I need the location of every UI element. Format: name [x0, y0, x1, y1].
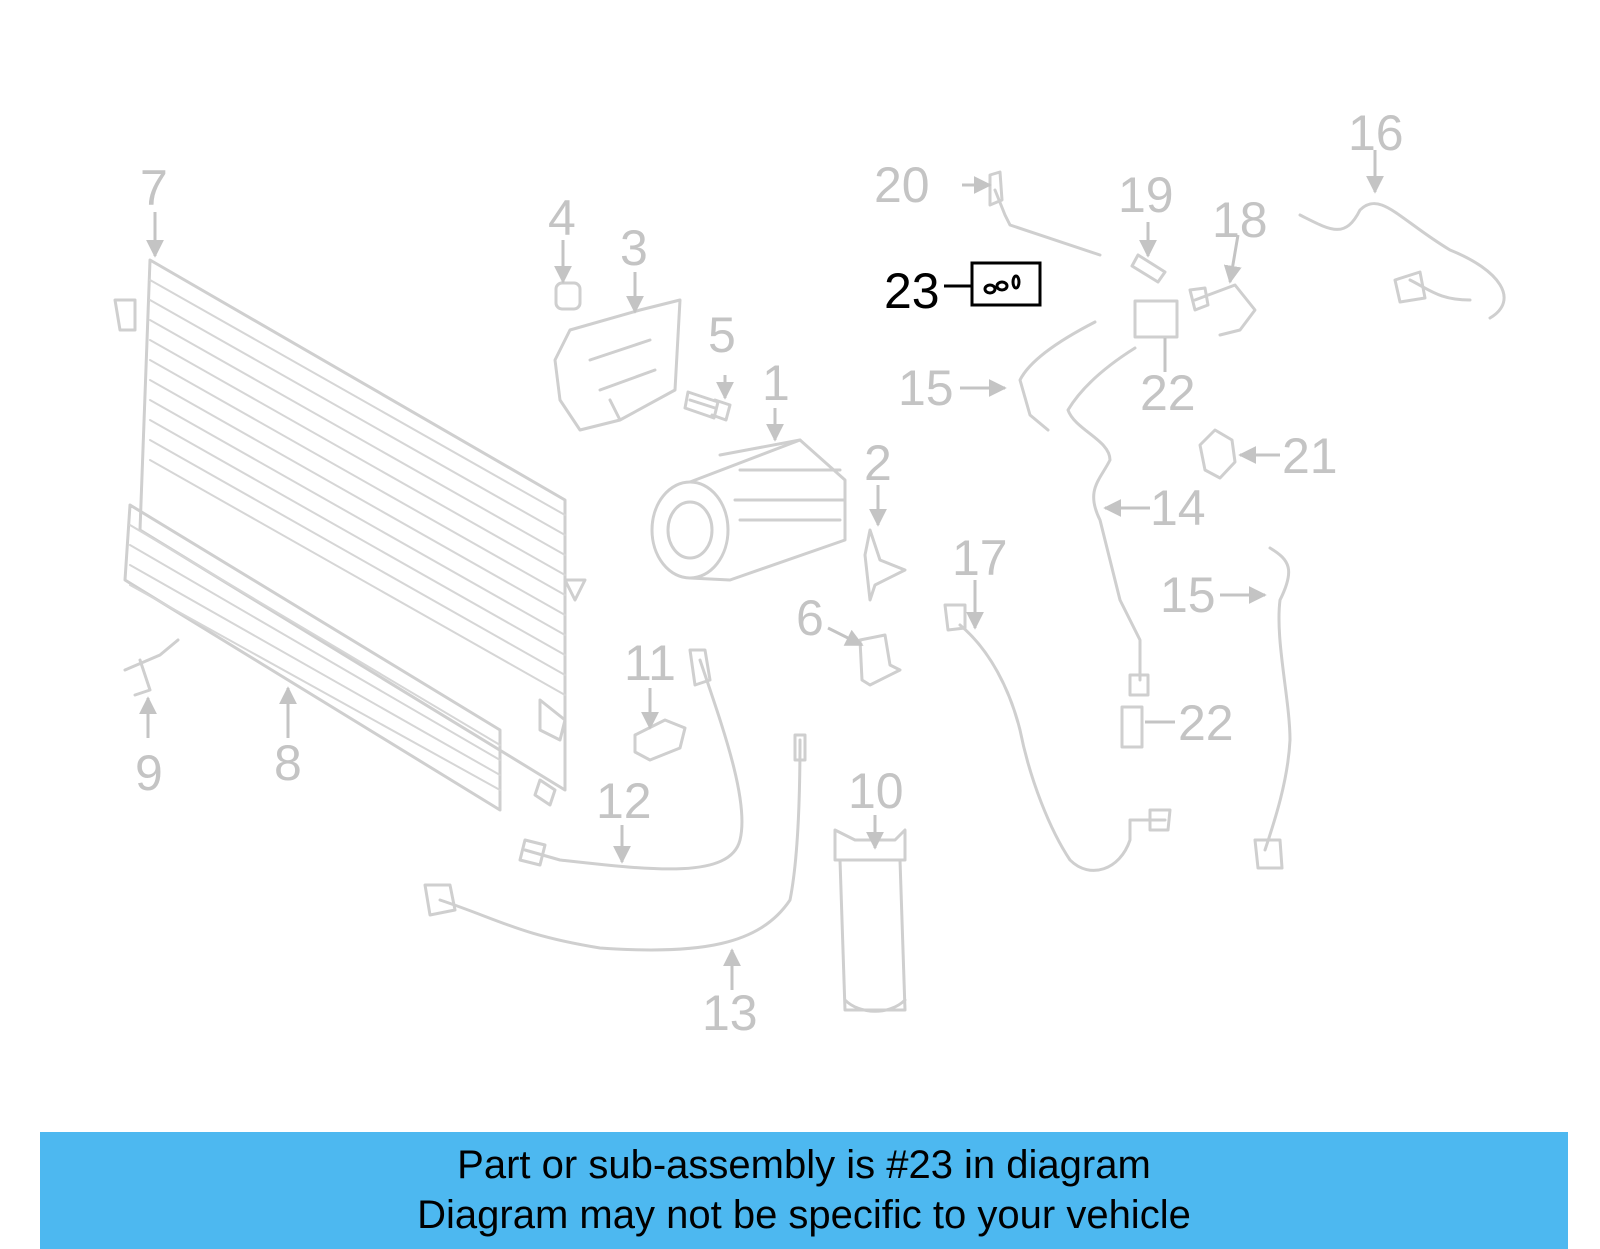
- hose-16-part: [1298, 202, 1506, 320]
- callout-20: 20: [874, 157, 930, 213]
- callout-18: 18: [1212, 192, 1268, 248]
- callout-22a: 22: [1140, 365, 1196, 421]
- callout-9: 9: [135, 745, 163, 801]
- callout-23: 23: [884, 263, 940, 319]
- callout-10: 10: [848, 763, 904, 819]
- caption-line-1: Part or sub-assembly is #23 in diagram: [457, 1143, 1151, 1187]
- oring-kit-23-part: [970, 261, 1042, 307]
- callout-2: 2: [864, 435, 892, 491]
- callout-13: 13: [702, 985, 758, 1041]
- callout-14: 14: [1150, 480, 1206, 536]
- callout-labels: 1 2 3 4 5 6 7 8 9 10 11 12 13 14 15 15 1…: [135, 105, 1404, 1041]
- callout-8: 8: [274, 735, 302, 791]
- bracket-9-part: [123, 638, 180, 697]
- callout-15b: 15: [1160, 567, 1216, 623]
- callout-6: 6: [796, 590, 824, 646]
- caption-banner: Part or sub-assembly is #23 in diagram D…: [40, 1132, 1568, 1249]
- callout-12: 12: [596, 773, 652, 829]
- sensor-11-part: [633, 718, 687, 762]
- bushing-4-part: [554, 281, 582, 311]
- hose-15b-part: [1263, 546, 1292, 852]
- callout-1: 1: [762, 355, 790, 411]
- callout-17: 17: [952, 530, 1008, 586]
- callout-5: 5: [708, 307, 736, 363]
- callout-15a: 15: [898, 360, 954, 416]
- callout-22b: 22: [1178, 695, 1234, 751]
- kit-22b-part: [1120, 705, 1144, 749]
- callout-21: 21: [1282, 428, 1338, 484]
- callout-16: 16: [1348, 105, 1404, 161]
- callout-4: 4: [548, 190, 576, 246]
- kit-22a-part: [1133, 299, 1179, 339]
- line-14-part: [1066, 346, 1142, 682]
- compressor-1-part: [650, 438, 847, 582]
- callout-3: 3: [620, 220, 648, 276]
- callout-7: 7: [140, 160, 168, 216]
- hose-15a-part: [1018, 320, 1097, 432]
- hose-12-part: [523, 658, 744, 871]
- condenser-part: [113, 258, 587, 812]
- bolt-5-part: [683, 390, 732, 422]
- bracket-2-part: [863, 528, 907, 602]
- leader-lines: [139, 150, 1384, 990]
- bracket-6-part: [858, 633, 902, 687]
- hose-13-part: [438, 738, 802, 952]
- switch-21-part: [1198, 428, 1237, 480]
- valve-19-part: [1130, 253, 1167, 284]
- callout-11: 11: [624, 635, 676, 691]
- callout-19: 19: [1118, 167, 1174, 223]
- hose-17-part: [958, 623, 1167, 872]
- bracket-3-part: [553, 298, 682, 432]
- caption-line-2: Diagram may not be specific to your vehi…: [417, 1193, 1191, 1237]
- line-18-part: [1188, 283, 1257, 337]
- pipe-20-part: [993, 188, 1102, 257]
- receiver-drier-10-part: [833, 828, 907, 1013]
